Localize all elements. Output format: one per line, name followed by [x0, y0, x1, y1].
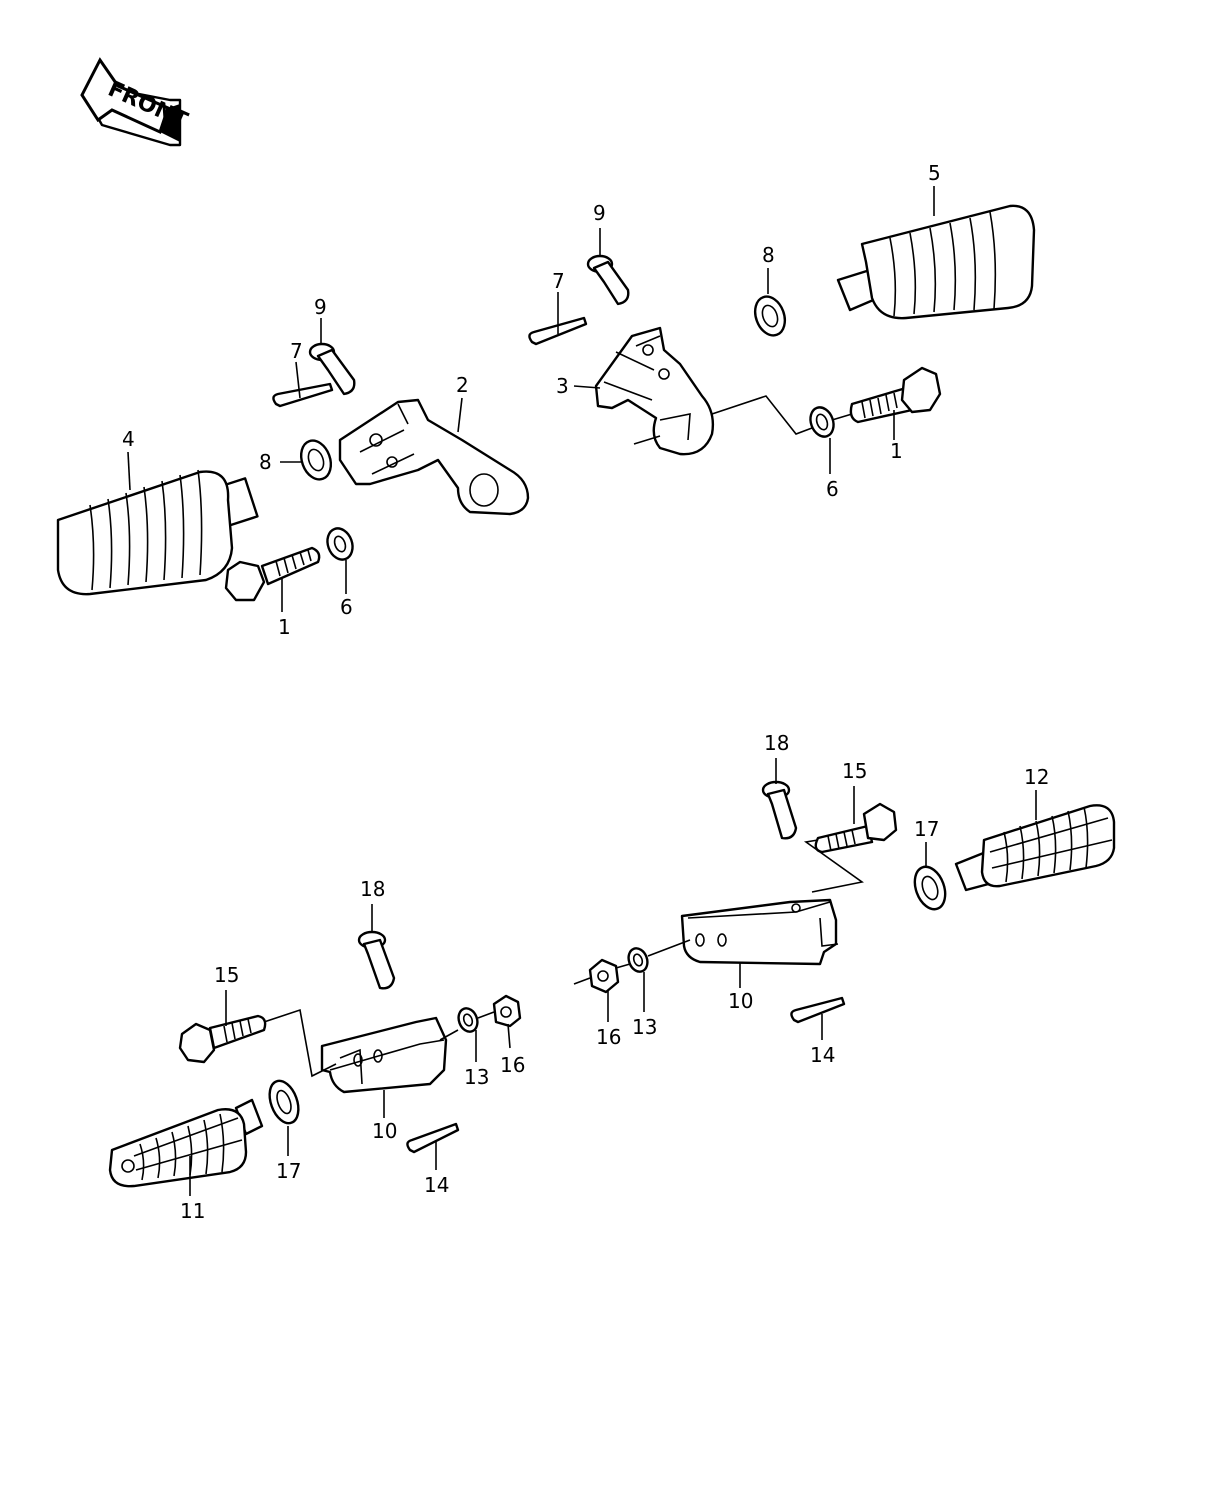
callout-5: 5: [928, 161, 941, 185]
callout-9-right: 9: [593, 201, 606, 225]
callout-8-left: 8: [259, 450, 272, 474]
callout-10-right: 10: [728, 989, 753, 1013]
callout-17-left: 17: [276, 1159, 301, 1183]
front-direction-arrow-icon: FRONT: [80, 57, 191, 147]
callout-13-right: 13: [632, 1015, 657, 1039]
callout-15-left: 15: [214, 963, 239, 987]
flat-washer-lower-right: [627, 947, 649, 973]
footpeg-rubber-front-left: [56, 469, 259, 596]
bolt-lower-left: [178, 1014, 267, 1064]
callout-6-right: 6: [826, 477, 839, 501]
callout-1-left: 1: [278, 615, 291, 639]
callout-7-right: 7: [552, 269, 565, 293]
bolt-right: [849, 366, 942, 424]
cotter-pin-lower-left: [406, 1122, 460, 1154]
callout-12: 12: [1024, 765, 1049, 789]
bolt-lower-right: [814, 802, 898, 854]
rear-bracket-left: [320, 1016, 448, 1094]
callout-2: 2: [456, 373, 469, 397]
callout-16-right: 16: [596, 1025, 621, 1049]
nut-lower-right: [588, 958, 620, 994]
callout-8-right: 8: [762, 243, 775, 267]
lock-washer-left: [326, 527, 354, 561]
assembly-line-upper: [633, 395, 853, 445]
callout-18-right: 18: [764, 731, 789, 755]
footpeg-knurled-rear-right: [954, 804, 1116, 892]
callout-7-left: 7: [290, 339, 303, 363]
callout-14-right: 14: [810, 1043, 835, 1067]
rear-bracket-right: [680, 898, 839, 966]
callout-17-right: 17: [914, 817, 939, 841]
callout-leaders: [127, 186, 1037, 1196]
nut-lower-left: [492, 994, 522, 1028]
washer-lower-left: [268, 1079, 300, 1125]
lock-washer-right: [809, 406, 835, 438]
callout-15-right: 15: [842, 759, 867, 783]
assembly-line-lower-left: [263, 1008, 495, 1078]
callout-10-left: 10: [372, 1119, 397, 1143]
callout-13-left: 13: [464, 1065, 489, 1089]
callout-3: 3: [556, 374, 569, 398]
callout-11: 11: [180, 1199, 205, 1223]
bolt-left: [224, 546, 321, 602]
assembly-line-lower-right: [573, 839, 864, 985]
callout-14-left: 14: [424, 1173, 449, 1197]
cotter-pin-left: [272, 382, 334, 408]
cotter-pin-lower-right: [790, 996, 846, 1024]
clevis-pin-lower-right: [761, 780, 798, 840]
callout-1-right: 1: [890, 439, 903, 463]
washer-lower-right: [913, 865, 947, 911]
clevis-pin-lower-left: [357, 930, 396, 990]
footpeg-bracket-right: [594, 326, 715, 456]
callout-9-left: 9: [314, 295, 327, 319]
washer-right: [753, 295, 787, 337]
footpeg-bracket-left: [338, 398, 530, 516]
callout-18-left: 18: [360, 877, 385, 901]
footpeg-rubber-front-right: [836, 204, 1036, 320]
clevis-pin-left: [308, 342, 356, 396]
callout-16-left: 16: [500, 1053, 525, 1077]
footpeg-knurled-rear-left: [108, 1098, 264, 1188]
washer-left: [299, 439, 333, 481]
callout-4: 4: [122, 427, 135, 451]
clevis-pin-right: [586, 254, 630, 306]
flat-washer-lower-left: [457, 1007, 479, 1033]
callout-6-left: 6: [340, 595, 353, 619]
